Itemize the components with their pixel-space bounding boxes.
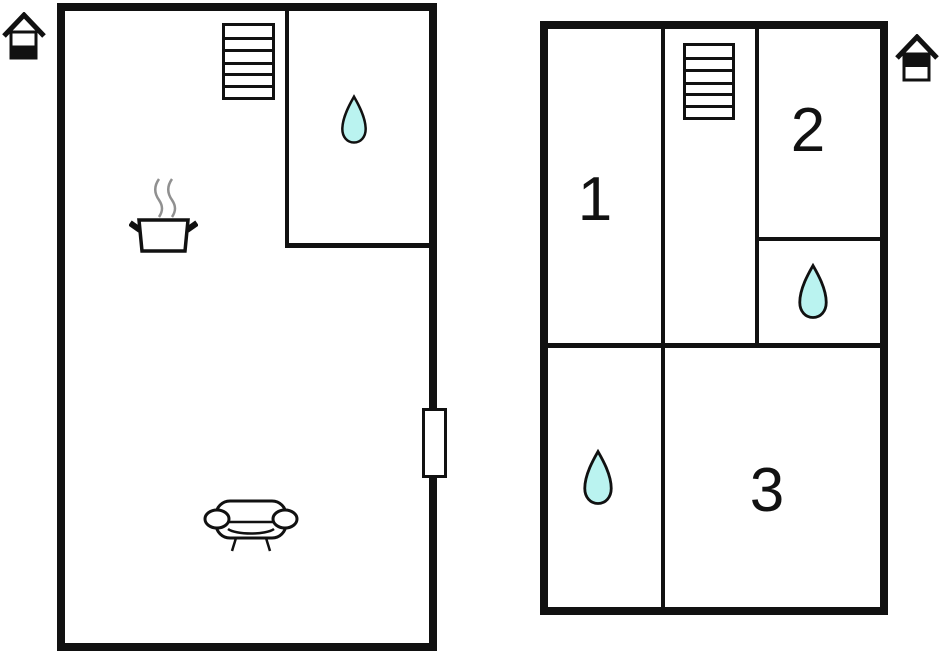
water-drop-shape xyxy=(341,94,367,144)
room-label-1: 1 xyxy=(577,165,613,234)
pot-body xyxy=(137,218,190,253)
water-drop-icon xyxy=(341,94,367,144)
stairs-icon xyxy=(683,43,735,120)
steam-line xyxy=(154,178,164,218)
upper-floor-house-icon xyxy=(895,34,939,82)
house-ground-level-fill xyxy=(11,45,36,58)
sofa-armrest xyxy=(271,508,299,530)
wall xyxy=(548,343,880,348)
stair-tread xyxy=(686,92,732,96)
water-drop-shape xyxy=(583,448,613,505)
stair-tread xyxy=(225,61,272,65)
stair-tread xyxy=(225,49,272,53)
wall xyxy=(661,29,665,607)
house-roof xyxy=(895,34,939,60)
wall xyxy=(755,29,759,343)
stair-tread xyxy=(686,81,732,85)
water-drop-icon xyxy=(583,448,613,505)
house-upper-level-fill xyxy=(904,54,929,67)
cooking-pot-icon xyxy=(129,178,198,253)
steam-line xyxy=(167,178,177,218)
stairs-icon xyxy=(222,23,275,100)
house-roof xyxy=(2,12,46,38)
room-label-2: 2 xyxy=(790,96,826,165)
wall xyxy=(759,237,880,241)
upper-floor-plan xyxy=(540,21,888,615)
sofa-icon xyxy=(203,499,299,552)
stair-tread xyxy=(686,69,732,73)
water-drop-icon xyxy=(798,262,828,319)
stair-tread xyxy=(225,84,272,88)
water-drop-shape xyxy=(798,262,828,319)
sofa-leg xyxy=(264,537,272,552)
stair-tread xyxy=(686,57,732,61)
sofa-front-edge xyxy=(227,527,275,535)
stair-tread xyxy=(225,37,272,41)
ground-floor-plan xyxy=(57,3,437,651)
stair-tread xyxy=(225,72,272,76)
room-label-3: 3 xyxy=(749,456,785,525)
door-icon xyxy=(422,408,447,478)
wall xyxy=(285,11,289,248)
sofa-leg xyxy=(230,537,238,552)
stair-tread xyxy=(686,104,732,108)
ground-floor-house-icon xyxy=(2,12,46,60)
sofa-armrest xyxy=(203,508,231,530)
wall xyxy=(285,243,429,248)
